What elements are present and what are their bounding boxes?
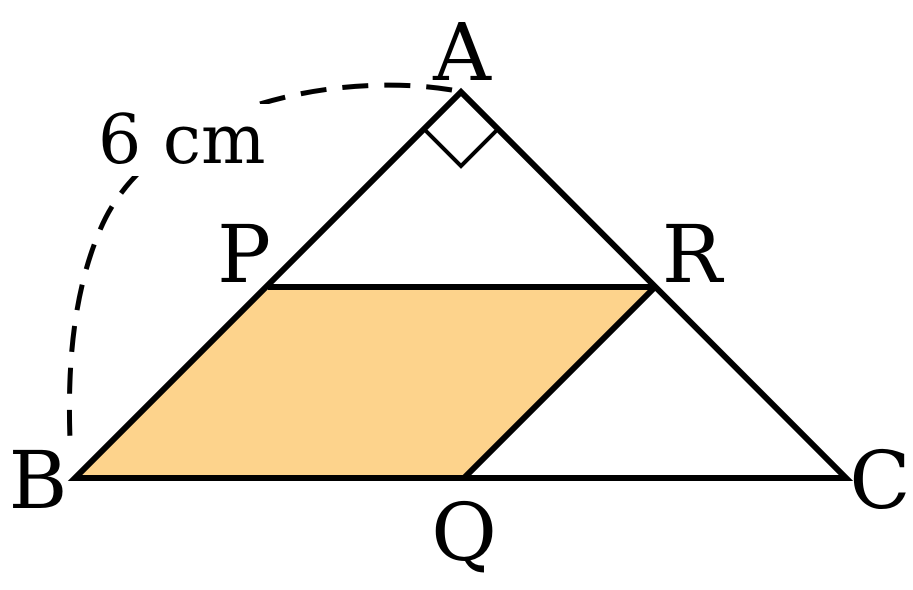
measurement-label: 6 cm [98,101,265,180]
label-q: Q [431,486,497,579]
label-a: A [432,6,492,99]
dimension-arc [66,82,453,441]
measurement-backing [92,104,274,176]
label-r: R [662,208,725,301]
segment-rq [461,284,658,481]
label-c: C [849,434,910,527]
right-angle-marker [422,127,500,169]
label-b: B [9,434,68,527]
parallelogram-pbqr [75,287,655,478]
label-p: P [217,208,271,301]
